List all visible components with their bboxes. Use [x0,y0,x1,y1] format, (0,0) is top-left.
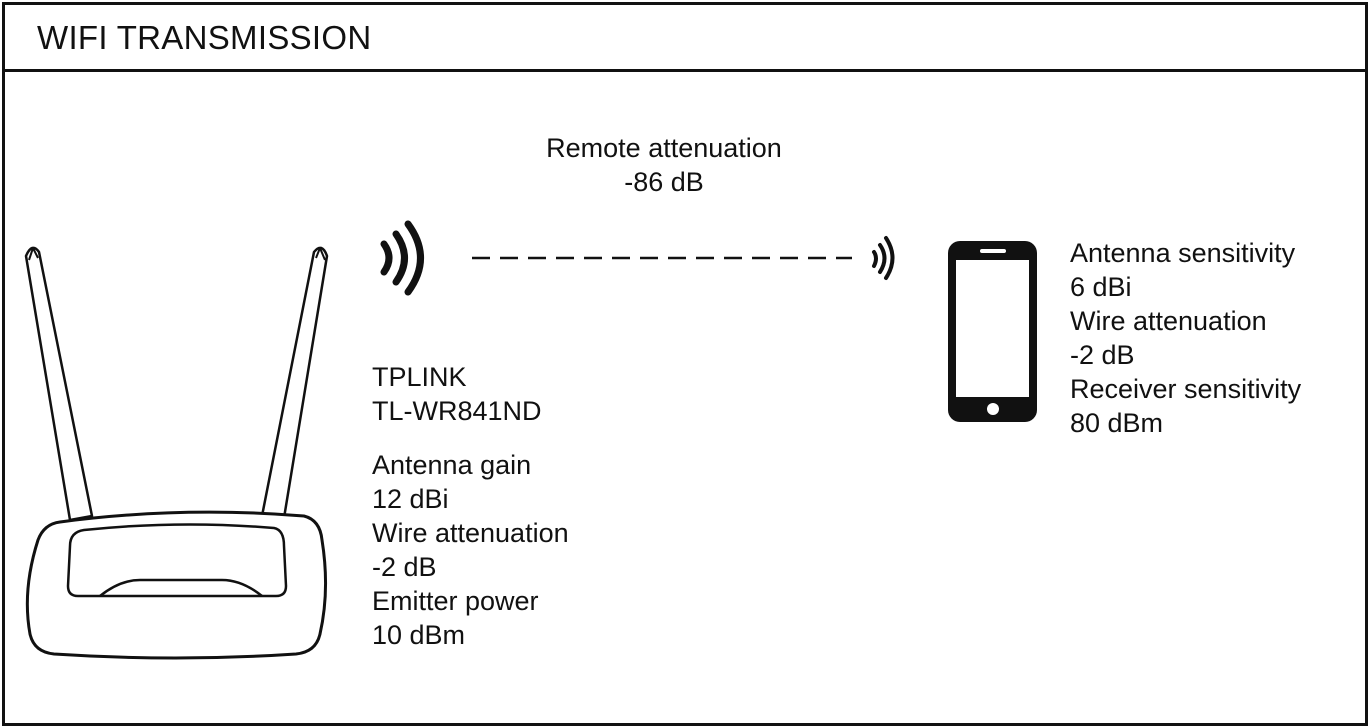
router-spec-value: -2 dB [372,552,437,582]
router-brand: TPLINK [372,362,467,392]
router-spec-value: 10 dBm [372,620,466,650]
remote-attenuation-label: Remote attenuation -86 dB [530,131,798,199]
phone-spec-value: -2 dB [1070,340,1135,370]
phone-spec-label: Antenna sensitivity [1070,238,1296,268]
phone-spec-label: Receiver sensitivity [1070,374,1302,404]
wifi-signal-icon [380,220,424,296]
router-model: TL-WR841ND [372,396,542,426]
router-spec-label: Antenna gain [372,450,532,480]
router-icon [24,246,329,660]
wifi-signal-icon [872,236,895,280]
router-model-info: TPLINK TL-WR841ND [372,360,542,428]
phone-spec-value: 6 dBi [1070,272,1132,302]
smartphone-icon [948,241,1037,422]
header-bar: WIFI TRANSMISSION [5,5,1365,72]
phone-spec-value: 80 dBm [1070,408,1164,438]
router-spec-label: Wire attenuation [372,518,569,548]
page-title: WIFI TRANSMISSION [37,19,372,56]
router-spec-value: 12 dBi [372,484,449,514]
router-specs: Antenna gain 12 dBi Wire attenuation -2 … [372,448,569,652]
remote-attenuation-value: -86 dB [624,167,704,197]
phone-spec-label: Wire attenuation [1070,306,1267,336]
router-spec-label: Emitter power [372,586,539,616]
remote-attenuation-title: Remote attenuation [546,133,782,163]
phone-specs: Antenna sensitivity 6 dBi Wire attenuati… [1070,236,1301,440]
